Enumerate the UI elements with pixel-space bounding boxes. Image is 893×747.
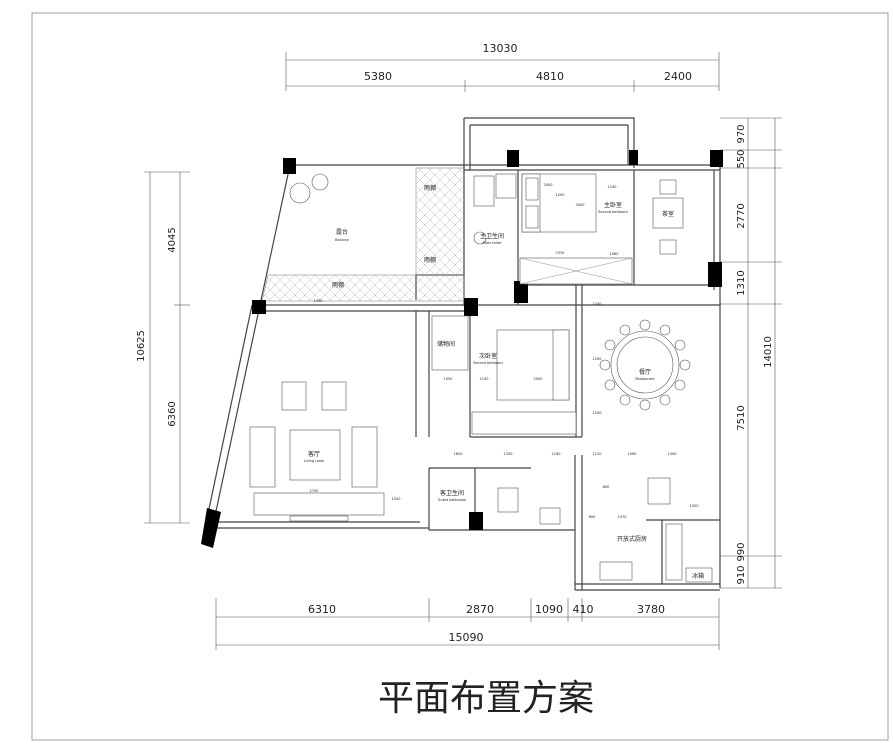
inner-dim: 1470 bbox=[618, 515, 627, 519]
label-restaurant-en: Restaurant bbox=[635, 377, 655, 381]
bottom-dimension-chain: 6310 2870 1090 410 3780 15090 bbox=[215, 598, 720, 650]
structural-columns bbox=[201, 150, 723, 548]
inner-dim: 1300 bbox=[314, 299, 323, 303]
dim-left-seg-2: 6360 bbox=[167, 401, 178, 426]
dim-bottom-seg-2: 2870 bbox=[466, 603, 494, 616]
planter-hatch bbox=[261, 167, 465, 302]
label-restaurant: 餐厅 bbox=[639, 368, 651, 376]
label-guest-toilet: 客卫生间 bbox=[440, 489, 464, 497]
inner-dim: 1300 bbox=[668, 452, 677, 456]
inner-dim: 1200 bbox=[593, 357, 602, 361]
label-flower-box-3: 雨棚 bbox=[332, 281, 344, 289]
label-tea-room: 茶室 bbox=[662, 210, 674, 218]
inner-dim: 2330 bbox=[556, 251, 565, 255]
inner-dim: 800 bbox=[603, 485, 610, 489]
label-fridge: 冰箱 bbox=[692, 572, 704, 580]
inner-dim: 2000 bbox=[534, 377, 543, 381]
dim-right-seg-1: 970 bbox=[736, 124, 747, 143]
sheet-border bbox=[31, 12, 889, 741]
label-kitchen: 开放式厨房 bbox=[617, 535, 647, 543]
dining-chairs bbox=[599, 319, 691, 411]
label-second-bedroom-en: Second bedroom bbox=[473, 361, 503, 365]
inner-dim: 1240 bbox=[608, 185, 617, 189]
dim-right-seg-5: 7510 bbox=[736, 405, 747, 430]
dim-bottom-seg-1: 6310 bbox=[308, 603, 336, 616]
label-flower-box-1: 雨棚 bbox=[424, 184, 436, 192]
inner-dim: 2400 bbox=[544, 183, 553, 187]
inner-dim: 1200 bbox=[593, 411, 602, 415]
inner-dim: 1120 bbox=[593, 452, 602, 456]
dim-top-seg-3: 2400 bbox=[664, 70, 692, 83]
dim-right-seg-3: 2770 bbox=[736, 203, 747, 228]
label-second-bedroom: 次卧室 bbox=[479, 352, 497, 360]
inner-dim: 1060 bbox=[628, 452, 637, 456]
label-balcony-en: Balcony bbox=[335, 238, 349, 242]
inner-dim: 600 bbox=[589, 515, 596, 519]
inner-dim: 1350 bbox=[504, 452, 513, 456]
dim-top-overall: 13030 bbox=[483, 42, 518, 55]
inner-dim: 1620 bbox=[454, 452, 463, 456]
dim-right-seg-2: 550 bbox=[736, 149, 747, 168]
inner-dim: 1060 bbox=[610, 252, 619, 256]
label-storage: 储物间 bbox=[437, 340, 455, 348]
dim-left-overall: 10625 bbox=[136, 330, 147, 362]
label-living-room-en: Living room bbox=[304, 459, 325, 463]
dim-right-seg-7: 910 bbox=[736, 565, 747, 584]
dim-bottom-seg-5: 3780 bbox=[637, 603, 665, 616]
dim-top-seg-1: 5380 bbox=[364, 70, 392, 83]
inner-dimensions: 2400 1200 1240 3000 1060 2330 1200 1200 … bbox=[310, 183, 699, 519]
inner-dim: 1200 bbox=[593, 302, 602, 306]
inner-dim: 1050 bbox=[444, 377, 453, 381]
dim-right-overall: 14010 bbox=[763, 336, 774, 368]
inner-dim: 1160 bbox=[552, 452, 561, 456]
left-dimension-chain: 10625 4045 6360 bbox=[136, 171, 190, 524]
dim-bottom-seg-3: 1090 bbox=[535, 603, 563, 616]
inner-dim: 1200 bbox=[556, 193, 565, 197]
dim-bottom-seg-4: 410 bbox=[573, 603, 594, 616]
dim-bottom-overall: 15090 bbox=[449, 631, 484, 644]
label-flower-box-2: 雨棚 bbox=[424, 256, 436, 264]
dim-right-seg-4: 1310 bbox=[736, 270, 747, 295]
inner-dim: 1500 bbox=[392, 497, 401, 501]
dim-right-seg-6: 990 bbox=[736, 542, 747, 561]
top-dimension-chain: 13030 5380 4810 2400 bbox=[285, 42, 720, 92]
drawing-title: 平面布置方案 bbox=[378, 678, 594, 719]
label-guest-toilet-en: Guest bathroom bbox=[438, 498, 467, 502]
inner-dim: 1500 bbox=[690, 504, 699, 508]
label-master-bedroom-en: Second bedroom bbox=[598, 210, 628, 214]
furniture bbox=[249, 173, 713, 583]
right-dimension-chain: 970 550 2770 1310 7510 990 910 14010 bbox=[720, 117, 782, 589]
label-main-toilet: 主卫生间 bbox=[480, 232, 504, 240]
label-main-toilet-en: Main toilet bbox=[483, 241, 502, 245]
room-labels: 露台 Balcony 雨棚 雨棚 雨棚 主卫生间 Main toilet 主卧室… bbox=[304, 184, 704, 580]
label-master-bedroom: 主卧室 bbox=[604, 201, 622, 209]
label-living-room: 客厅 bbox=[308, 450, 320, 458]
inner-dim: 1150 bbox=[480, 377, 489, 381]
inner-dim: 2700 bbox=[310, 489, 319, 493]
label-balcony: 露台 bbox=[336, 228, 348, 236]
dim-top-seg-2: 4810 bbox=[536, 70, 564, 83]
dim-left-seg-1: 4045 bbox=[167, 227, 178, 252]
inner-dim: 3000 bbox=[576, 203, 585, 207]
